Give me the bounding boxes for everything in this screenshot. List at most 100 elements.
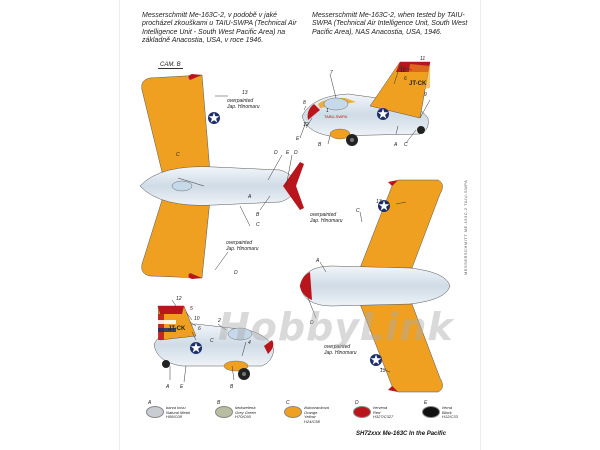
- legend-line: černá: [442, 405, 453, 410]
- callout: 13: [376, 199, 382, 205]
- callout: 9: [424, 92, 427, 98]
- swatch: [422, 406, 440, 418]
- nose-text: TABU-SWPA: [324, 114, 348, 119]
- callout: 12: [303, 122, 309, 128]
- top-insignia: [208, 112, 220, 124]
- note: overpainted: [227, 98, 253, 104]
- swatch: [353, 406, 371, 418]
- note: Jap. Hinomaru: [309, 218, 343, 224]
- left-fin-top: [158, 306, 184, 314]
- legend-line: Grey Green: [235, 409, 256, 415]
- callout: C: [356, 208, 360, 214]
- legend-line: H327/C327: [373, 414, 394, 420]
- legend-line: Orange Yellow: [304, 409, 318, 420]
- legend-item: C žlutooranžová Orange Yellow H24/C58: [284, 400, 329, 434]
- color-legend: A barva kovu Natural Metal H08/C08 B šed…: [146, 400, 466, 434]
- callout: 5: [190, 306, 193, 312]
- callout: 8: [303, 100, 306, 106]
- legend-letter: D: [355, 400, 359, 406]
- bottom-wing-upper: [359, 179, 443, 269]
- side-nose: [307, 104, 320, 120]
- top-wing-lower-tip: [188, 273, 202, 279]
- note: Jap. Hinomaru: [226, 104, 260, 110]
- legend-line: červená: [373, 405, 388, 410]
- top-wing-lower: [141, 199, 211, 279]
- tail-code: JT-CK: [409, 81, 427, 87]
- bottom-insignia-lower: [370, 354, 382, 366]
- callout: 12: [176, 296, 182, 302]
- callout: 6: [404, 76, 407, 82]
- note: Jap. Hinomaru: [225, 246, 259, 252]
- caption-czech: Messerschmitt Me-163C-2, v podobě v jaké…: [142, 12, 297, 45]
- swatch: [284, 406, 302, 418]
- note: overpainted: [226, 240, 252, 246]
- callout: 10: [194, 316, 200, 322]
- tail-code-left: JT-CK: [168, 326, 186, 332]
- legend-letter: A: [148, 400, 152, 406]
- top-view: 13 C D D E B A C D overpainted Jap. Hino…: [139, 74, 304, 279]
- swatch: [146, 406, 164, 418]
- callout: 10: [400, 68, 406, 74]
- callout: 4: [248, 340, 251, 346]
- callout: E: [296, 136, 300, 142]
- legend-line: Natural Metal: [166, 409, 190, 415]
- legend-item: B šedozelená Grey Green H70/C60: [215, 400, 259, 434]
- legend-line: šedozelená: [235, 405, 256, 410]
- callout: B: [318, 142, 322, 148]
- legend-line: H70/C60: [235, 414, 251, 420]
- legend-letter: C: [286, 400, 290, 406]
- callout: 13: [242, 90, 248, 96]
- legend-line: Red: [373, 409, 381, 415]
- caption-english: Messerschmitt Me-163C-2, when tested by …: [312, 12, 468, 36]
- bottom-wing-lower: [359, 303, 443, 393]
- footer-title: SH72xxx Me-163C In the Pacific: [356, 431, 447, 437]
- callout: C: [176, 152, 180, 158]
- top-wing-upper-tip: [188, 74, 202, 80]
- callout: D: [234, 270, 238, 276]
- callout: D: [274, 150, 278, 156]
- callout: E: [180, 384, 184, 390]
- legend-item: A barva kovu Natural Metal H08/C08: [146, 400, 190, 434]
- legend-line: H12/C33: [442, 414, 458, 420]
- bottom-fuselage: [299, 265, 451, 307]
- left-canopy: [227, 327, 253, 341]
- callout: A: [247, 194, 252, 200]
- legend-line: H08/C08: [166, 414, 182, 420]
- callout: A: [315, 258, 320, 264]
- top-canopy: [171, 180, 193, 192]
- top-fuselage: [139, 166, 297, 206]
- callout: 6: [198, 326, 201, 332]
- legend-letter: B: [217, 400, 221, 406]
- legend-item: E černá Black H12/C33: [422, 400, 466, 434]
- swatch: [215, 406, 233, 418]
- callout: C: [404, 142, 408, 148]
- bottom-view: 13 C A D 13 overpainted Jap. Hinomaru ov…: [299, 179, 451, 393]
- side-view-right: TABU-SWPA JT-CK 7 10 11 6 8 12 1 B E A C…: [296, 56, 431, 148]
- callout: 13: [380, 368, 386, 374]
- callout: A: [393, 142, 398, 148]
- callout: A: [165, 384, 170, 390]
- top-tail: [283, 162, 304, 210]
- callout: D: [294, 150, 298, 156]
- callout: E: [286, 150, 290, 156]
- legend-line: H24/C58: [304, 418, 320, 424]
- camo-label: CAM. B: [158, 62, 183, 69]
- callout: 7: [330, 70, 333, 76]
- callout: B: [230, 384, 234, 390]
- callout: D: [310, 320, 314, 326]
- callout: C: [256, 222, 260, 228]
- note: overpainted: [324, 344, 350, 350]
- callout: 2: [217, 318, 221, 324]
- top-wing-upper: [141, 74, 211, 173]
- legend-line: barva kovu: [166, 405, 186, 410]
- callout: B: [256, 212, 260, 218]
- legend-item: D červená Red H327/C327: [353, 400, 397, 434]
- legend-line: žlutooranžová: [304, 405, 329, 410]
- callout: 1: [326, 108, 329, 114]
- note: Jap. Hinomaru: [323, 350, 357, 356]
- legend-letter: E: [424, 400, 428, 406]
- callout: 11: [420, 56, 425, 62]
- side-view-left: JT-CK 12 5 10 6 2 C 4 A E B: [153, 296, 275, 390]
- note: overpainted: [310, 212, 336, 218]
